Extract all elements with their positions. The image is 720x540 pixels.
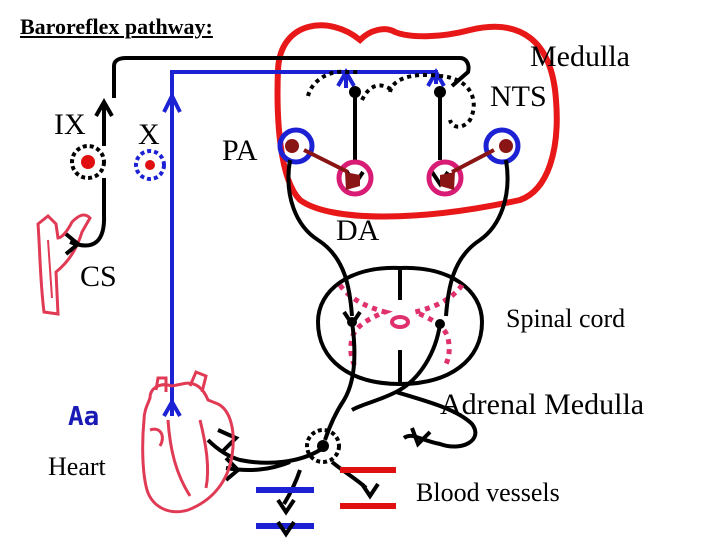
- label-da: DA: [336, 214, 380, 247]
- heart-sketch: [141, 381, 235, 514]
- lateral-nucleus-left-cell: [285, 139, 299, 153]
- heart-inner-detail: [149, 427, 164, 447]
- label-blood-vessels: Blood vessels: [416, 478, 560, 507]
- lateral-nucleus-left-ring: [277, 127, 315, 165]
- label-aa: Aa: [68, 402, 100, 432]
- vein-arrow: [276, 520, 296, 538]
- label-medulla: Medulla: [530, 40, 630, 73]
- aa-arrow-blue: [162, 397, 182, 417]
- heart-chamber-line: [166, 419, 192, 497]
- heart-vessel-2: [188, 370, 208, 393]
- medial-nucleus-right-fill: [440, 172, 455, 190]
- nts-dotted-inner: [360, 83, 394, 101]
- nts-to-pa-link: [303, 148, 349, 174]
- nts-dotted-left: [306, 69, 360, 97]
- lateral-nucleus-right-cell: [499, 139, 513, 153]
- label-nts: NTS: [490, 80, 547, 113]
- vessels-arrow-blue: [276, 498, 296, 516]
- postganglionic-heart-lower: [225, 460, 291, 472]
- vessels-arrow-red: [360, 482, 380, 500]
- descending-right-outer: [444, 159, 510, 317]
- label-x: X: [138, 118, 160, 151]
- vessels-red-fiber: [330, 460, 368, 490]
- label-pa: PA: [222, 134, 258, 167]
- x-ganglion-ring: [134, 149, 166, 181]
- adrenal-fiber: [395, 390, 478, 449]
- sympathetic-outflow-left: [323, 321, 357, 441]
- medial-nucleus-left-fill: [345, 172, 360, 190]
- ix-ganglion-cell: [81, 155, 95, 169]
- carotid-sinus-sketch: [36, 213, 92, 316]
- ix-arrow: [94, 97, 114, 117]
- label-heart: Heart: [48, 452, 106, 481]
- sympathetic-ganglion-cell: [317, 440, 329, 452]
- heart-arrow-upper: [217, 428, 240, 454]
- label-ix: IX: [54, 108, 86, 141]
- label-cs: CS: [80, 260, 117, 293]
- cs-arrow: [64, 232, 82, 256]
- spinal-grey-matter-left: [337, 283, 393, 370]
- medulla-outline: [274, 22, 560, 220]
- carotid-inner: [47, 239, 53, 299]
- nts-dotted-loop: [388, 73, 476, 129]
- medial-nucleus-left-ring: [336, 159, 374, 197]
- ix-fiber-to-nts: [112, 56, 471, 98]
- label-adrenal-medulla: Adrenal Medulla: [440, 388, 645, 421]
- lateral-nucleus-right-ring: [483, 127, 521, 165]
- diagram-title: Baroreflex pathway:: [20, 14, 213, 39]
- x-nts-arrow-right: [426, 67, 446, 87]
- sympathetic-outflow-right: [350, 323, 442, 412]
- ix-ganglion-ring: [70, 144, 106, 180]
- ix-afferent-fiber: [69, 178, 107, 248]
- central-canal: [390, 315, 410, 329]
- adrenal-arrow: [410, 427, 432, 448]
- x-ganglion-cell: [145, 160, 155, 170]
- heart-vessel-1: [154, 376, 168, 392]
- label-spinal-cord: Spinal cord: [506, 304, 626, 333]
- sympathetic-ganglion-ring: [305, 428, 341, 464]
- spinal-grey-matter-right: [406, 283, 465, 370]
- descending-left-outer: [286, 159, 354, 317]
- heart-chamber-line-2: [198, 419, 210, 489]
- nts-to-right-link: [451, 148, 495, 174]
- postganglionic-heart: [206, 438, 322, 465]
- x-fiber-to-nts: [170, 70, 438, 96]
- medial-nucleus-right-ring: [426, 159, 464, 197]
